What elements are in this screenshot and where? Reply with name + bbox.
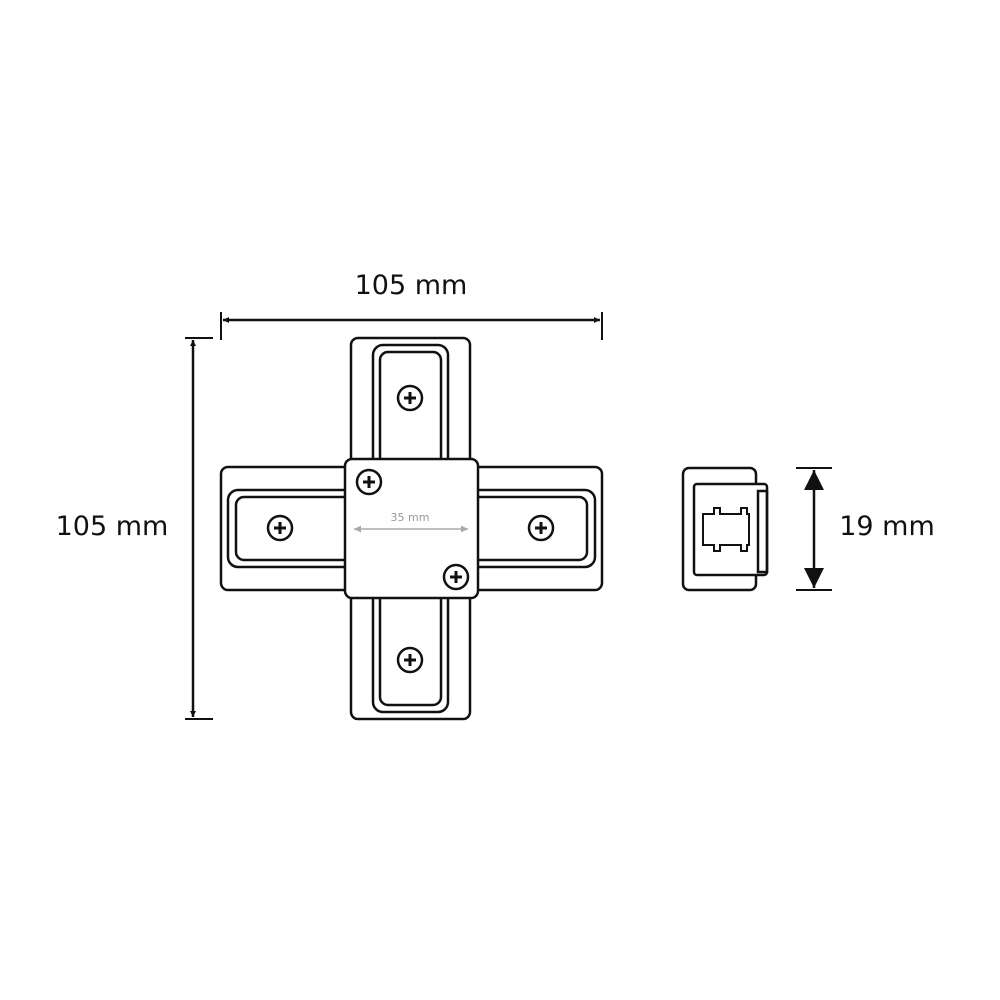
screw-icon [442,563,470,591]
screw-icon [396,646,424,674]
screw-icon [396,384,424,412]
screw-icon [527,514,555,542]
side-view [681,466,769,592]
side-height-label: 19 mm [839,511,935,542]
screw-icon [266,514,294,542]
center-dimension-label: 35 mm [391,511,430,524]
width-label: 105 mm [355,270,468,301]
screw-icon [355,468,383,496]
height-label: 105 mm [56,511,169,542]
